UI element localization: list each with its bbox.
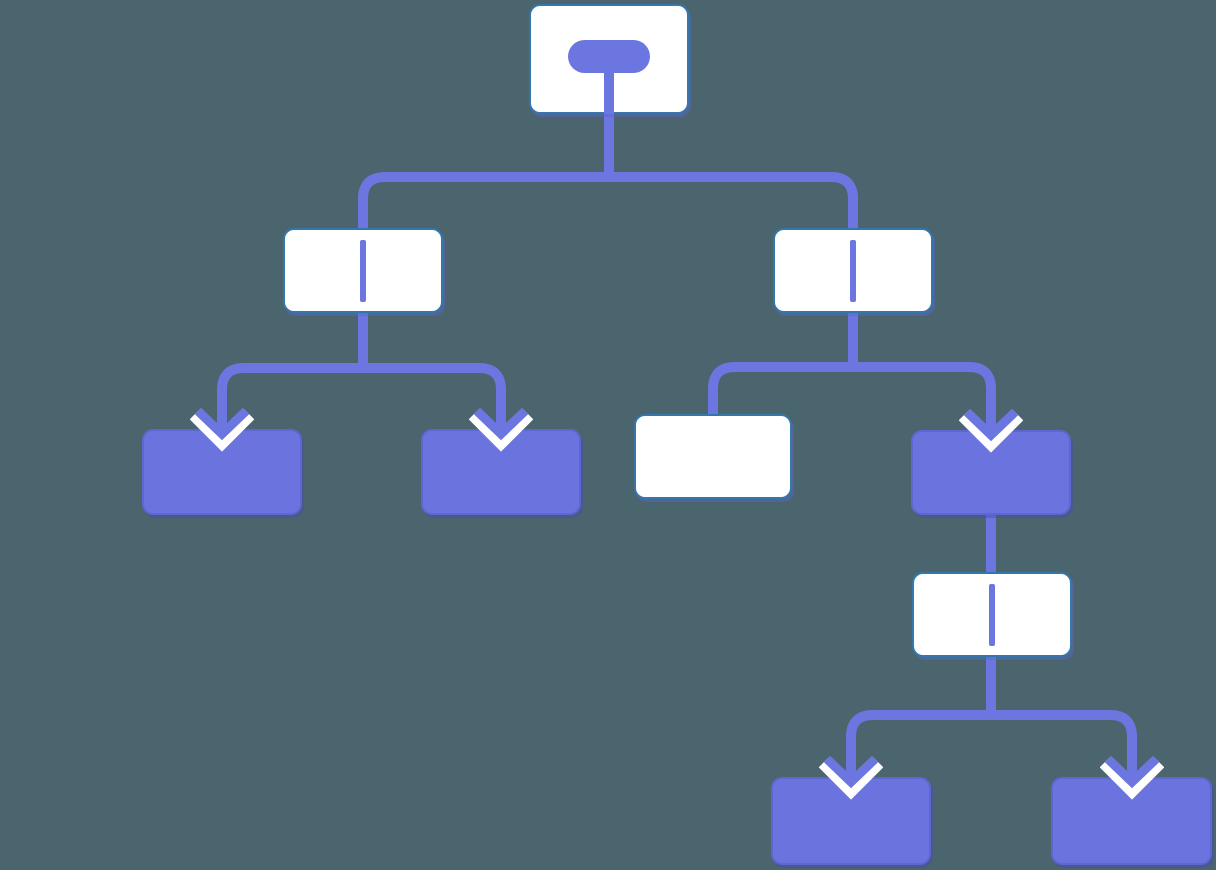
vertical-bar-icon bbox=[850, 239, 856, 302]
vertical-bar-icon bbox=[989, 583, 995, 646]
arrow-chevron-icon bbox=[1099, 753, 1164, 800]
node-leaf-3[interactable] bbox=[911, 406, 1071, 515]
connector-root-split bbox=[358, 172, 858, 230]
connector-branch-bottom-split bbox=[846, 710, 1137, 753]
node-plain-node[interactable] bbox=[634, 414, 792, 499]
node-branch-bottom[interactable] bbox=[912, 572, 1072, 657]
root-pill-icon bbox=[568, 40, 650, 73]
arrow-chevron-icon bbox=[959, 406, 1023, 453]
node-leaf-5[interactable] bbox=[1051, 753, 1212, 865]
node-branch-left[interactable] bbox=[283, 228, 443, 313]
connector-branch-left-split bbox=[217, 363, 506, 410]
root-pill-stem bbox=[604, 70, 614, 114]
arrow-chevron-icon bbox=[819, 753, 883, 800]
vertical-bar-icon bbox=[360, 239, 366, 302]
node-root[interactable] bbox=[529, 4, 689, 114]
arrow-chevron-icon bbox=[190, 405, 254, 452]
connector-branch-right-split bbox=[708, 362, 996, 418]
node-leaf-4[interactable] bbox=[771, 753, 931, 865]
node-branch-right[interactable] bbox=[773, 228, 933, 313]
node-leaf-2[interactable] bbox=[421, 405, 581, 515]
arrow-chevron-icon bbox=[469, 405, 533, 452]
node-leaf-1[interactable] bbox=[142, 405, 302, 515]
